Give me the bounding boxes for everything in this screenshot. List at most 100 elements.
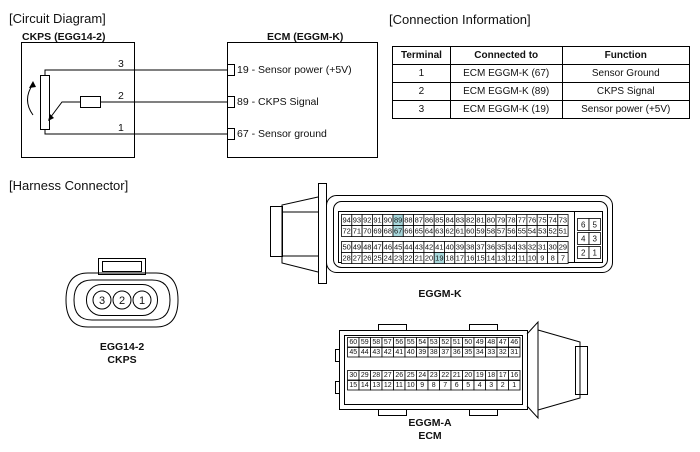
svg-text:36: 36 [487, 243, 495, 252]
svg-text:17: 17 [499, 372, 507, 379]
table-row: 2 ECM EGGM-K (89) CKPS Signal [392, 82, 691, 101]
eggm-k-pin-70: 70 [361, 225, 373, 237]
eggm-k-pin-29: 29 [557, 241, 569, 253]
svg-text:1: 1 [593, 249, 598, 258]
eggm-a-pin-42: 42 [381, 347, 394, 358]
eggm-a-label-1: EGGM-A [408, 417, 452, 429]
eggm-a-pin-1: 1 [508, 380, 521, 391]
eggm-a-pin-18: 18 [485, 370, 498, 381]
svg-text:32: 32 [499, 349, 507, 356]
svg-text:88: 88 [404, 216, 412, 225]
eggm-a-pin-14: 14 [358, 380, 371, 391]
eggm-k-pin-52: 52 [547, 225, 559, 237]
ckps-connector-label-2: CKPS [107, 354, 137, 366]
svg-text:76: 76 [528, 216, 536, 225]
eggm-a-pin-51: 51 [450, 337, 463, 348]
eggm-k-pin-62: 62 [444, 225, 456, 237]
svg-text:5: 5 [466, 382, 470, 389]
eggm-k-pin-37: 37 [474, 241, 487, 253]
eggm-k-pin-30: 30 [547, 241, 559, 253]
svg-text:25: 25 [373, 254, 381, 263]
eggm-a-pin-58: 58 [370, 337, 383, 348]
eggm-k-pin-28: 28 [341, 252, 353, 264]
eggm-k-pin-18: 18 [444, 252, 456, 264]
svg-text:54: 54 [418, 339, 426, 346]
svg-text:50: 50 [464, 339, 472, 346]
eggm-k-pin-64: 64 [423, 225, 435, 237]
eggm-k-pin-59: 59 [474, 225, 487, 237]
eggm-a-pin-7: 7 [439, 380, 452, 391]
svg-text:21: 21 [453, 372, 461, 379]
table-row: 1 ECM EGGM-K (67) Sensor Ground [392, 64, 691, 83]
svg-text:33: 33 [518, 243, 526, 252]
svg-text:40: 40 [407, 349, 415, 356]
svg-text:25: 25 [407, 372, 415, 379]
svg-text:57: 57 [384, 339, 392, 346]
eggm-a-pin-26: 26 [393, 370, 406, 381]
eggm-a-pin-50: 50 [462, 337, 475, 348]
svg-text:74: 74 [548, 216, 556, 225]
svg-text:48: 48 [487, 339, 495, 346]
eggm-k-pin-88: 88 [402, 214, 414, 226]
svg-text:9: 9 [540, 254, 544, 263]
svg-text:62: 62 [445, 227, 453, 236]
svg-text:61: 61 [456, 227, 464, 236]
potentiometer-resistor [40, 75, 50, 130]
svg-text:64: 64 [425, 227, 433, 236]
wire-3 [44, 69, 227, 75]
eggm-a-pin-34: 34 [473, 347, 486, 358]
eggm-k-pin-33: 33 [516, 241, 528, 253]
ckps-title: CKPS (EGG14-2) [22, 31, 106, 43]
svg-text:24: 24 [384, 254, 392, 263]
eggm-k-pin-66: 66 [402, 225, 414, 237]
svg-text:24: 24 [418, 372, 426, 379]
svg-text:18: 18 [487, 372, 495, 379]
svg-text:53: 53 [538, 227, 546, 236]
ckps-pin-2: 2 [112, 290, 132, 310]
eggm-a-pin-45: 45 [347, 347, 360, 358]
svg-text:55: 55 [518, 227, 526, 236]
ecm-pin-box-67 [227, 128, 235, 140]
ckps-connector [65, 258, 179, 328]
svg-text:42: 42 [425, 243, 433, 252]
eggm-k-pin-39: 39 [454, 241, 466, 253]
circuit-diagram-heading: [Circuit Diagram] [9, 11, 106, 26]
svg-text:17: 17 [456, 254, 464, 263]
eggm-a-pin-36: 36 [450, 347, 463, 358]
ecm-pin-19-label: 19 - Sensor power (+5V) [237, 64, 352, 76]
svg-text:4: 4 [478, 382, 482, 389]
eggm-k-pin-11: 11 [516, 252, 528, 264]
svg-text:80: 80 [487, 216, 495, 225]
connection-table: Terminal Connected to Function 1 ECM EGG… [392, 46, 691, 119]
connection-info-heading: [Connection Information] [389, 12, 531, 27]
svg-text:3: 3 [593, 235, 598, 244]
svg-text:75: 75 [538, 216, 546, 225]
eggm-k-pin-77: 77 [516, 214, 528, 226]
svg-text:58: 58 [372, 339, 380, 346]
svg-text:59: 59 [476, 227, 484, 236]
eggm-a-label-2: ECM [418, 430, 442, 442]
eggm-k-pin-15: 15 [474, 252, 487, 264]
eggm-a-pin-22: 22 [439, 370, 452, 381]
eggm-k-pin-69: 69 [371, 225, 384, 237]
eggm-k-pin-67: 67 [392, 225, 404, 237]
eggm-k-pin-27: 27 [351, 252, 363, 264]
eggm-a-pin-2: 2 [496, 380, 509, 391]
svg-text:48: 48 [363, 243, 371, 252]
eggm-a-pin-53: 53 [427, 337, 440, 348]
svg-text:2: 2 [501, 382, 505, 389]
eggm-k-pin-40: 40 [444, 241, 456, 253]
eggm-a-pin-38: 38 [427, 347, 440, 358]
svg-text:42: 42 [384, 349, 392, 356]
svg-text:6: 6 [581, 221, 586, 230]
eggm-a-pin-24: 24 [416, 370, 429, 381]
cell-terminal: 3 [392, 100, 451, 119]
svg-text:45: 45 [394, 243, 402, 252]
ckps-box [21, 42, 135, 158]
eggm-k-pin-35: 35 [495, 241, 507, 253]
svg-text:41: 41 [395, 349, 403, 356]
eggm-k-pin-90: 90 [382, 214, 394, 226]
svg-text:4: 4 [581, 235, 586, 244]
eggm-k-pin-51: 51 [557, 225, 569, 237]
